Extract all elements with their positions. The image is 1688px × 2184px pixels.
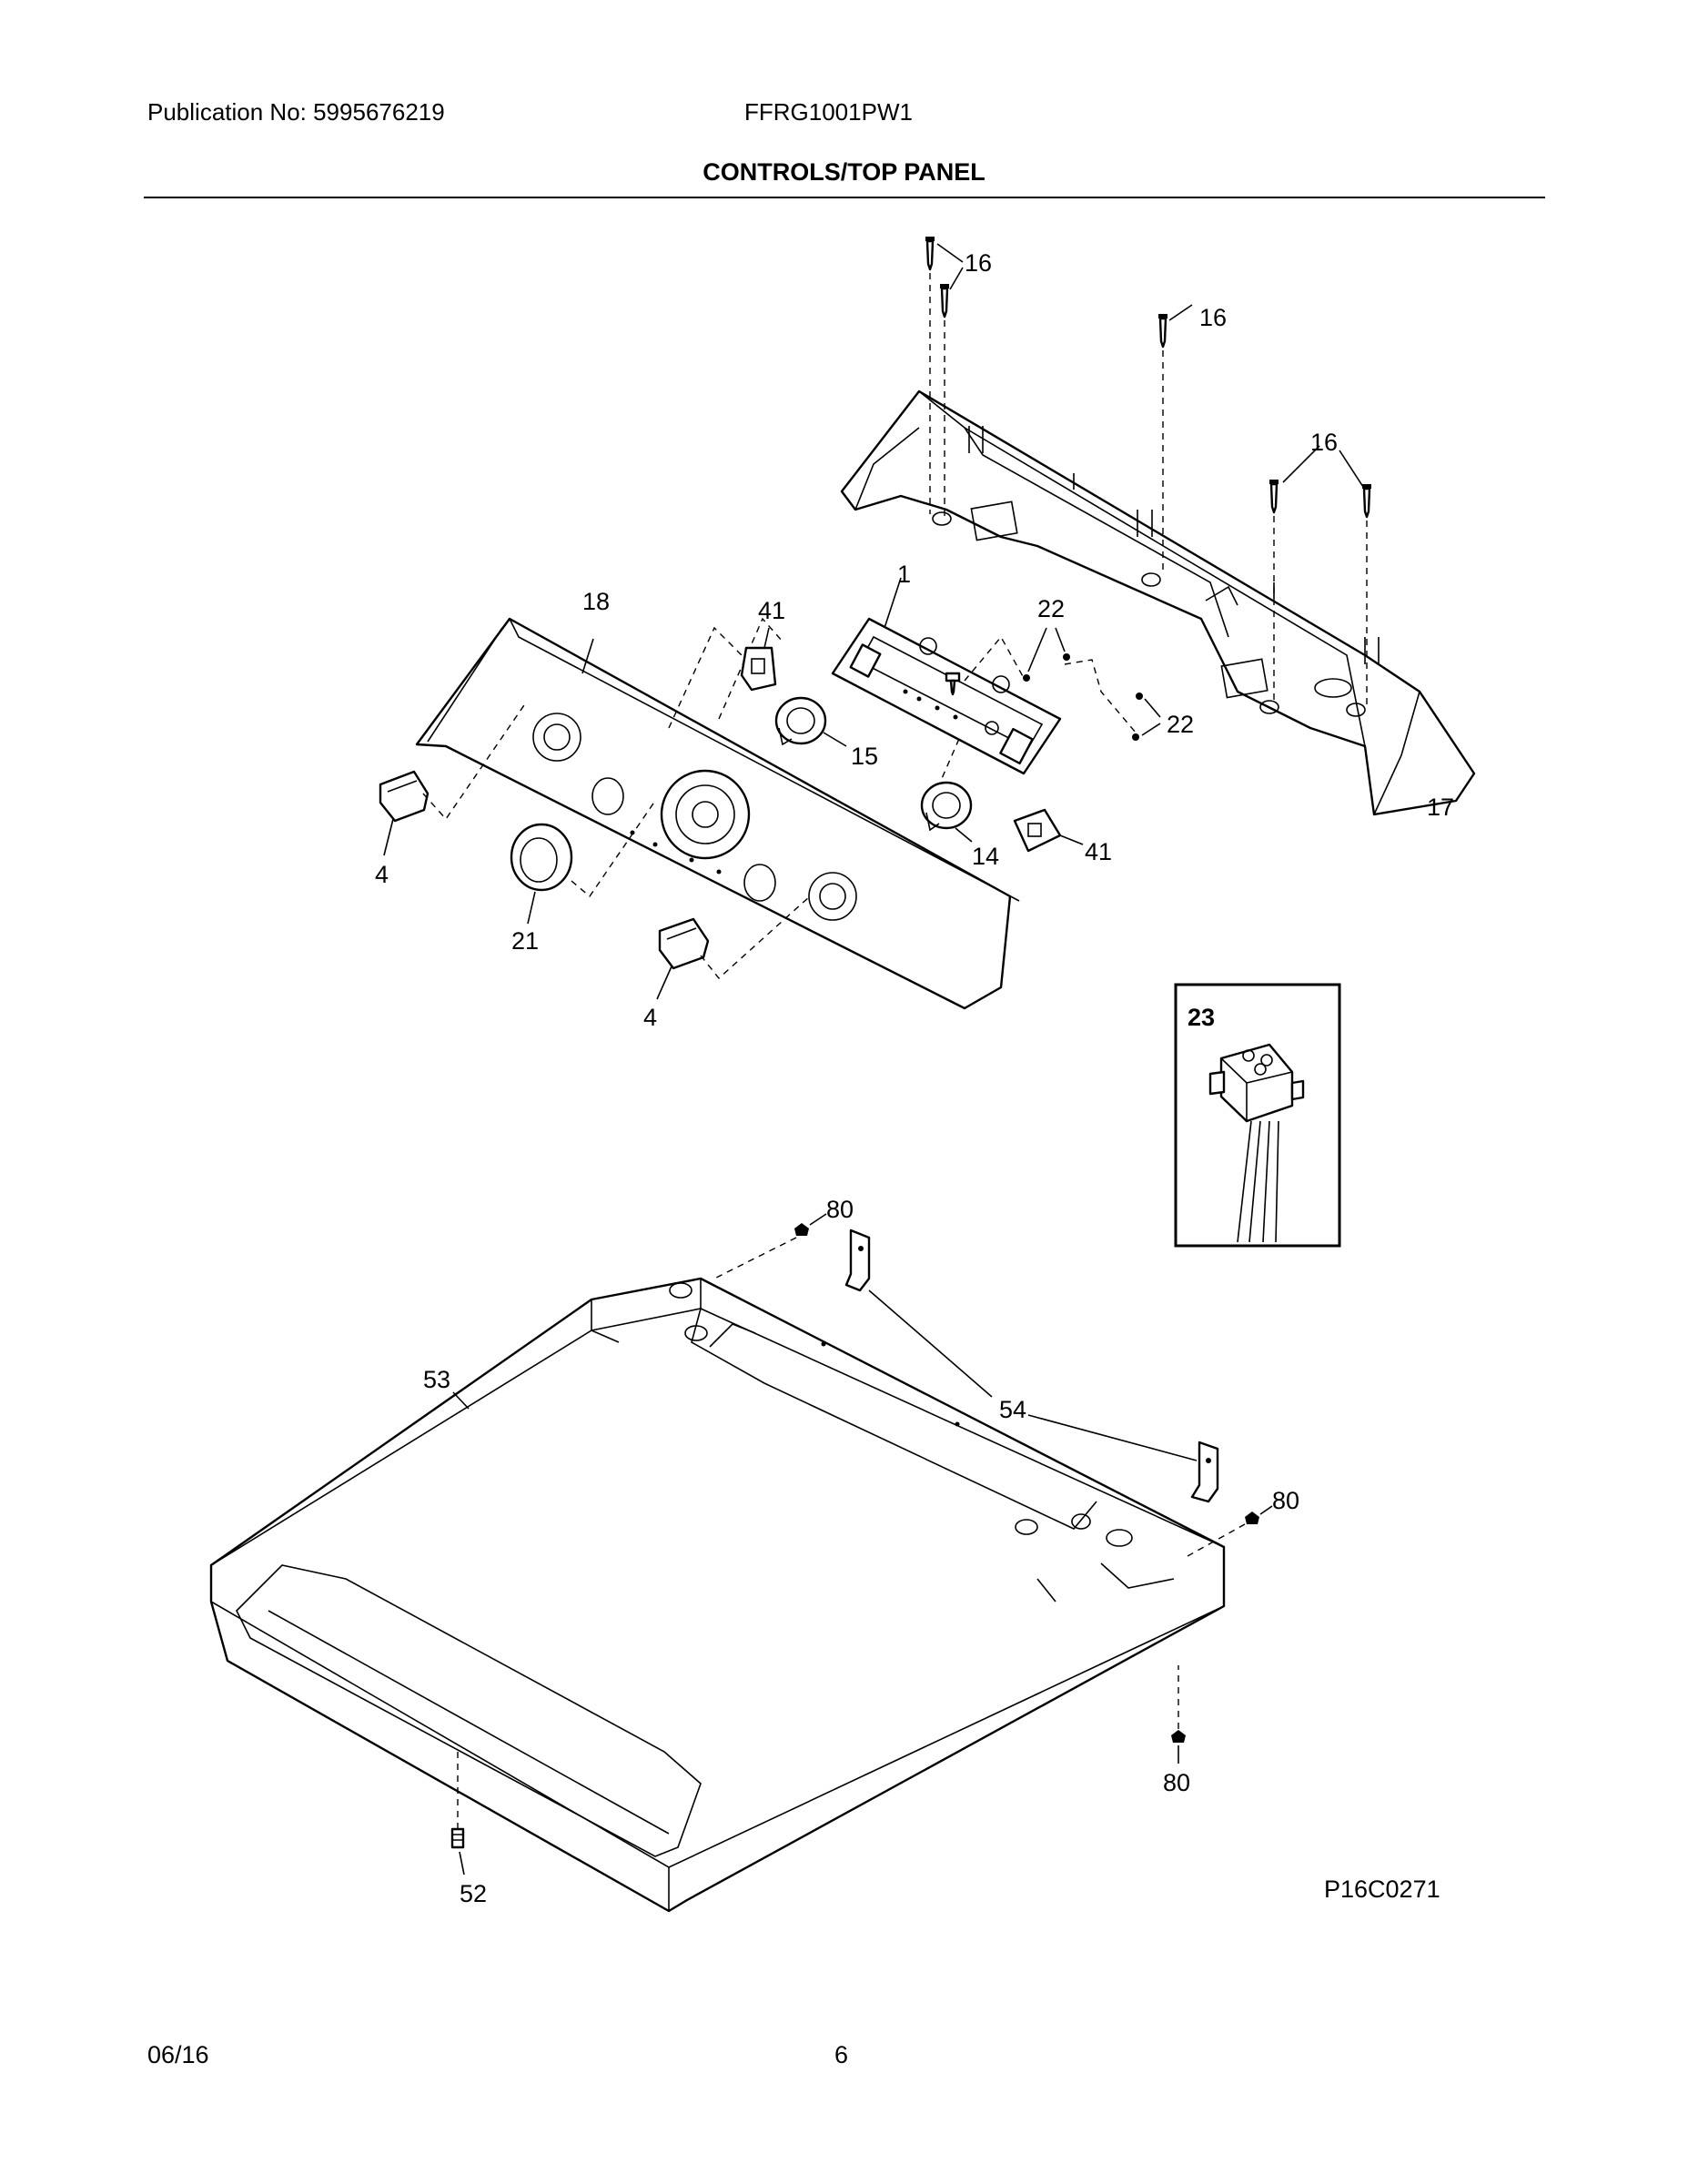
callout-53: 53 xyxy=(423,1366,450,1393)
callout-22: 22 xyxy=(1167,711,1194,738)
callout-4: 4 xyxy=(375,861,389,888)
callout-52: 52 xyxy=(460,1880,487,1907)
part-80-plugs xyxy=(713,1213,1273,1764)
header-rule xyxy=(144,197,1545,198)
callout-4: 4 xyxy=(643,1004,657,1031)
callout-labels: 16 16 16 17 18 41 1 22 22 15 14 41 4 21 … xyxy=(375,249,1454,1907)
part-53-top-panel xyxy=(209,1277,1226,1913)
callout-17: 17 xyxy=(1427,794,1454,821)
part-41-connector-upper xyxy=(740,627,777,692)
callout-16: 16 xyxy=(1310,429,1338,456)
part-17-control-housing xyxy=(840,389,1476,816)
part-15-switch xyxy=(774,696,847,747)
part-54-bracket-upper xyxy=(844,1228,993,1398)
callout-16: 16 xyxy=(965,249,992,277)
part-21-button xyxy=(510,823,573,925)
callout-54: 54 xyxy=(999,1396,1026,1423)
callout-16: 16 xyxy=(1199,304,1227,331)
part-4-knob-center xyxy=(656,917,710,1000)
callout-41: 41 xyxy=(1085,838,1112,865)
part-52-foot xyxy=(450,1752,465,1876)
drawing-code: P16C0271 xyxy=(1324,1876,1440,1903)
part-18-console-panel xyxy=(415,617,1020,1010)
footer-date: 06/16 xyxy=(147,2041,209,2068)
callout-15: 15 xyxy=(851,743,878,770)
callout-80: 80 xyxy=(1272,1487,1299,1514)
section-title: CONTROLS/TOP PANEL xyxy=(702,158,986,186)
part-23-harness-inset xyxy=(1174,983,1341,1248)
part-22-screws xyxy=(945,627,1161,741)
page-number: 6 xyxy=(834,2041,849,2068)
callout-80: 80 xyxy=(826,1196,854,1223)
part-14-switch xyxy=(920,781,973,843)
callout-22: 22 xyxy=(1037,595,1065,622)
part-16-screws xyxy=(925,237,1371,708)
callout-41: 41 xyxy=(758,597,785,624)
callout-21: 21 xyxy=(511,927,539,955)
part-4-knob-left xyxy=(379,770,430,856)
part-41-connector-lower xyxy=(1013,808,1084,853)
part-1-control-board xyxy=(831,577,1062,775)
model-number: FFRG1001PW1 xyxy=(744,98,913,126)
publication-number: Publication No: 5995676219 xyxy=(147,98,445,126)
part-54-bracket-lower xyxy=(1027,1414,1219,1503)
callout-18: 18 xyxy=(582,588,610,615)
callout-80: 80 xyxy=(1163,1769,1190,1796)
callout-23: 23 xyxy=(1188,1004,1215,1031)
callout-14: 14 xyxy=(972,843,999,870)
callout-1: 1 xyxy=(897,561,911,588)
